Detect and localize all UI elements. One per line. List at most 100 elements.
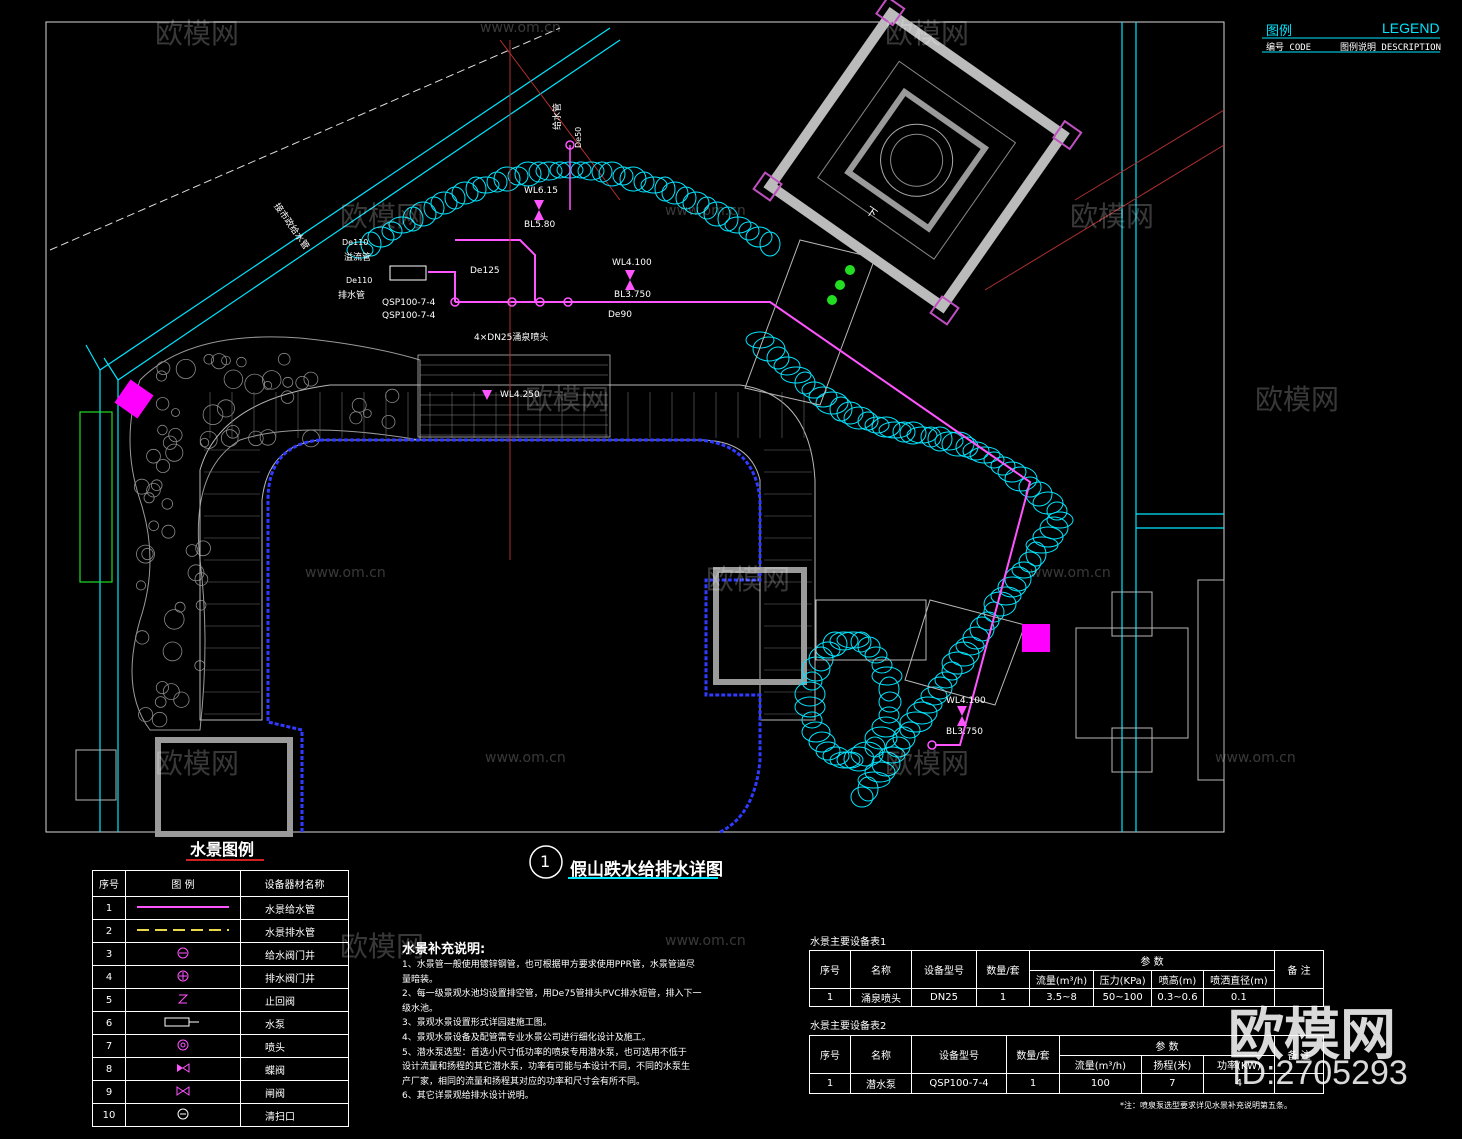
watermark-brand-big: 欧模网	[1228, 1003, 1396, 1068]
pebble	[135, 630, 150, 645]
rock	[381, 221, 403, 241]
legend-row-no: 1	[92, 896, 126, 920]
legend-row-symbol	[125, 942, 241, 966]
rockery	[346, 161, 1074, 808]
watermark-url: www.om.cn	[665, 203, 746, 219]
rock	[752, 336, 786, 362]
legend-butterfly-valve-icon	[177, 1062, 190, 1073]
rock	[654, 176, 676, 202]
note-line: 5、潜水泵选型：首选小尺寸低功率的喷泉专用潜水泵，也可选用不低于	[402, 1047, 687, 1058]
rock	[892, 421, 916, 443]
pebble	[155, 681, 169, 695]
rock	[899, 711, 933, 733]
label-de50: De50	[574, 126, 583, 148]
rock	[745, 226, 773, 248]
label-wl4100-bot: WL4.100	[946, 696, 986, 706]
rock	[955, 636, 985, 656]
rock	[941, 651, 975, 675]
rock	[780, 366, 812, 384]
note-line: 6、其它详景观给排水设计说明。	[402, 1091, 534, 1102]
e1-qty: 1	[976, 988, 1030, 1007]
rock	[836, 751, 864, 769]
legend-row-symbol	[125, 1057, 241, 1081]
rock	[962, 441, 990, 461]
legend-row-symbol	[125, 1080, 241, 1104]
pebble	[259, 429, 277, 446]
legend-row-no: 9	[92, 1080, 126, 1104]
pebble	[165, 443, 184, 462]
pebble	[155, 370, 167, 382]
note-line: 产厂家，相同的流量和扬程其对应的功率和尺寸会有所不同。	[402, 1076, 646, 1087]
magenta-block	[1022, 624, 1050, 652]
e2-h-name: 名称	[850, 1035, 912, 1074]
title-number-circle	[529, 845, 563, 879]
pebble	[220, 429, 239, 447]
legend-gate-valve-icon	[176, 1085, 190, 1096]
rock	[444, 186, 466, 210]
site-boundary	[85, 22, 1224, 832]
legend-row-symbol	[125, 1034, 241, 1058]
rock	[864, 726, 898, 750]
legend-nozzle-icon	[177, 1039, 189, 1050]
supply-pipe	[428, 239, 1032, 746]
pebbles	[133, 352, 400, 728]
rock	[612, 166, 634, 186]
rock	[724, 216, 752, 234]
e2-model: QSP100-7-4	[911, 1073, 1007, 1094]
watermark-brand: 欧模网	[340, 930, 425, 963]
legend-row-name: 蝶阀	[240, 1057, 349, 1081]
rock	[899, 721, 921, 739]
pool-edge	[266, 438, 762, 834]
green-strip	[79, 411, 113, 583]
pebble	[202, 404, 224, 426]
rock	[801, 711, 823, 729]
valve-green	[845, 265, 855, 275]
equip1-title: 水景主要设备表1	[810, 937, 887, 948]
rock	[423, 196, 445, 220]
label-de125: De125	[470, 266, 500, 276]
e1-h-params: 参 数	[1029, 950, 1275, 971]
pebble	[187, 564, 205, 582]
legend-row-name: 清扫口	[240, 1103, 349, 1127]
rock	[927, 426, 953, 452]
pebble	[162, 683, 180, 700]
rock	[430, 191, 458, 215]
legend-row-symbol	[125, 1103, 241, 1127]
pebble	[168, 427, 183, 443]
rock	[794, 696, 826, 718]
rock	[514, 161, 542, 187]
rock	[696, 196, 718, 220]
rock	[1046, 511, 1074, 529]
pebble	[136, 544, 155, 564]
wl-h-sym: 图 例	[125, 870, 241, 897]
rock	[871, 656, 893, 674]
rock	[843, 746, 875, 772]
rock	[591, 161, 613, 183]
rock	[388, 216, 416, 234]
rock	[871, 716, 901, 738]
rock	[934, 671, 958, 689]
dashed-boundary	[49, 27, 561, 251]
rock	[941, 661, 963, 681]
legend-row-no: 5	[92, 988, 126, 1012]
e2-h-note: 备 注	[1274, 1035, 1324, 1074]
rock	[983, 601, 1005, 623]
rock	[997, 576, 1027, 598]
e1-h-press: 压力(KPa)	[1093, 970, 1153, 989]
watermark-url: www.om.cn	[665, 933, 746, 949]
note-line: 设计流量和扬程的其它潜水泵，功率有可能与本设计不同，不同的水泵生	[402, 1062, 691, 1073]
legend-row-no: 4	[92, 965, 126, 989]
e1-h-note: 备 注	[1274, 950, 1324, 989]
pebble	[146, 483, 161, 498]
pebble	[277, 352, 291, 366]
rock	[829, 631, 859, 651]
equip2-title: 水景主要设备表2	[810, 1021, 887, 1032]
pebble	[210, 353, 227, 370]
rock	[1032, 526, 1064, 548]
label-bl580: BL5.80	[524, 220, 556, 230]
watermark-brand: 欧模网	[1070, 200, 1155, 233]
pebble	[195, 540, 211, 557]
